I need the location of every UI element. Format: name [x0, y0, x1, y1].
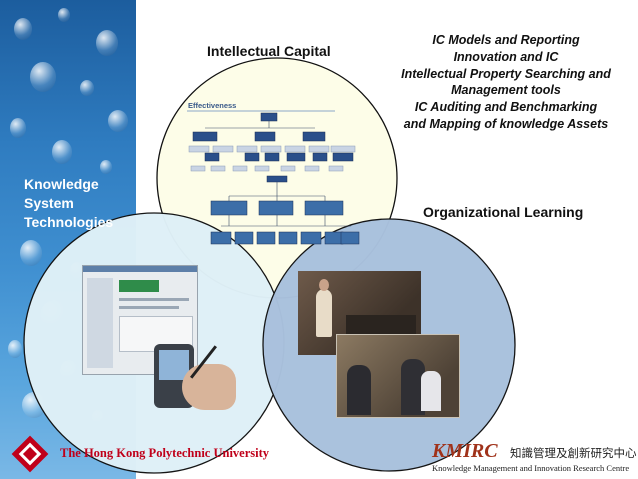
ic-topic: Intellectual Property Searching and	[380, 66, 632, 83]
ic-topic: Management tools	[380, 82, 632, 99]
ic-topic: IC Auditing and Benchmarking	[380, 99, 632, 116]
ic-topic: Innovation and IC	[380, 49, 632, 66]
meeting-photo-2	[336, 334, 460, 418]
hierarchy-diagram: Effectiveness	[185, 98, 363, 248]
polyu-logo	[10, 434, 50, 474]
ic-topic: IC Models and Reporting	[380, 32, 632, 49]
ic-topic: and Mapping of knowledge Assets	[380, 116, 632, 133]
kmirc-logo: KMIRC	[432, 440, 498, 463]
effectiveness-diagram-image: Effectiveness	[185, 98, 363, 248]
kmirc-chinese-name: 知識管理及創新研究中心	[510, 445, 637, 461]
diagram-title: Effectiveness	[188, 101, 236, 110]
ic-topics-list: IC Models and Reporting Innovation and I…	[380, 32, 632, 133]
pda-hand-image	[150, 338, 240, 414]
polyu-logo-icon	[10, 434, 50, 474]
intellectual-capital-label: Intellectual Capital	[207, 43, 331, 59]
knowledge-system-technologies-label: Knowledge System Technologies	[24, 175, 113, 232]
organizational-learning-label: Organizational Learning	[423, 204, 583, 220]
university-name: The Hong Kong Polytechnic University	[60, 446, 269, 461]
kmirc-full-name: Knowledge Management and Innovation Rese…	[432, 463, 629, 473]
